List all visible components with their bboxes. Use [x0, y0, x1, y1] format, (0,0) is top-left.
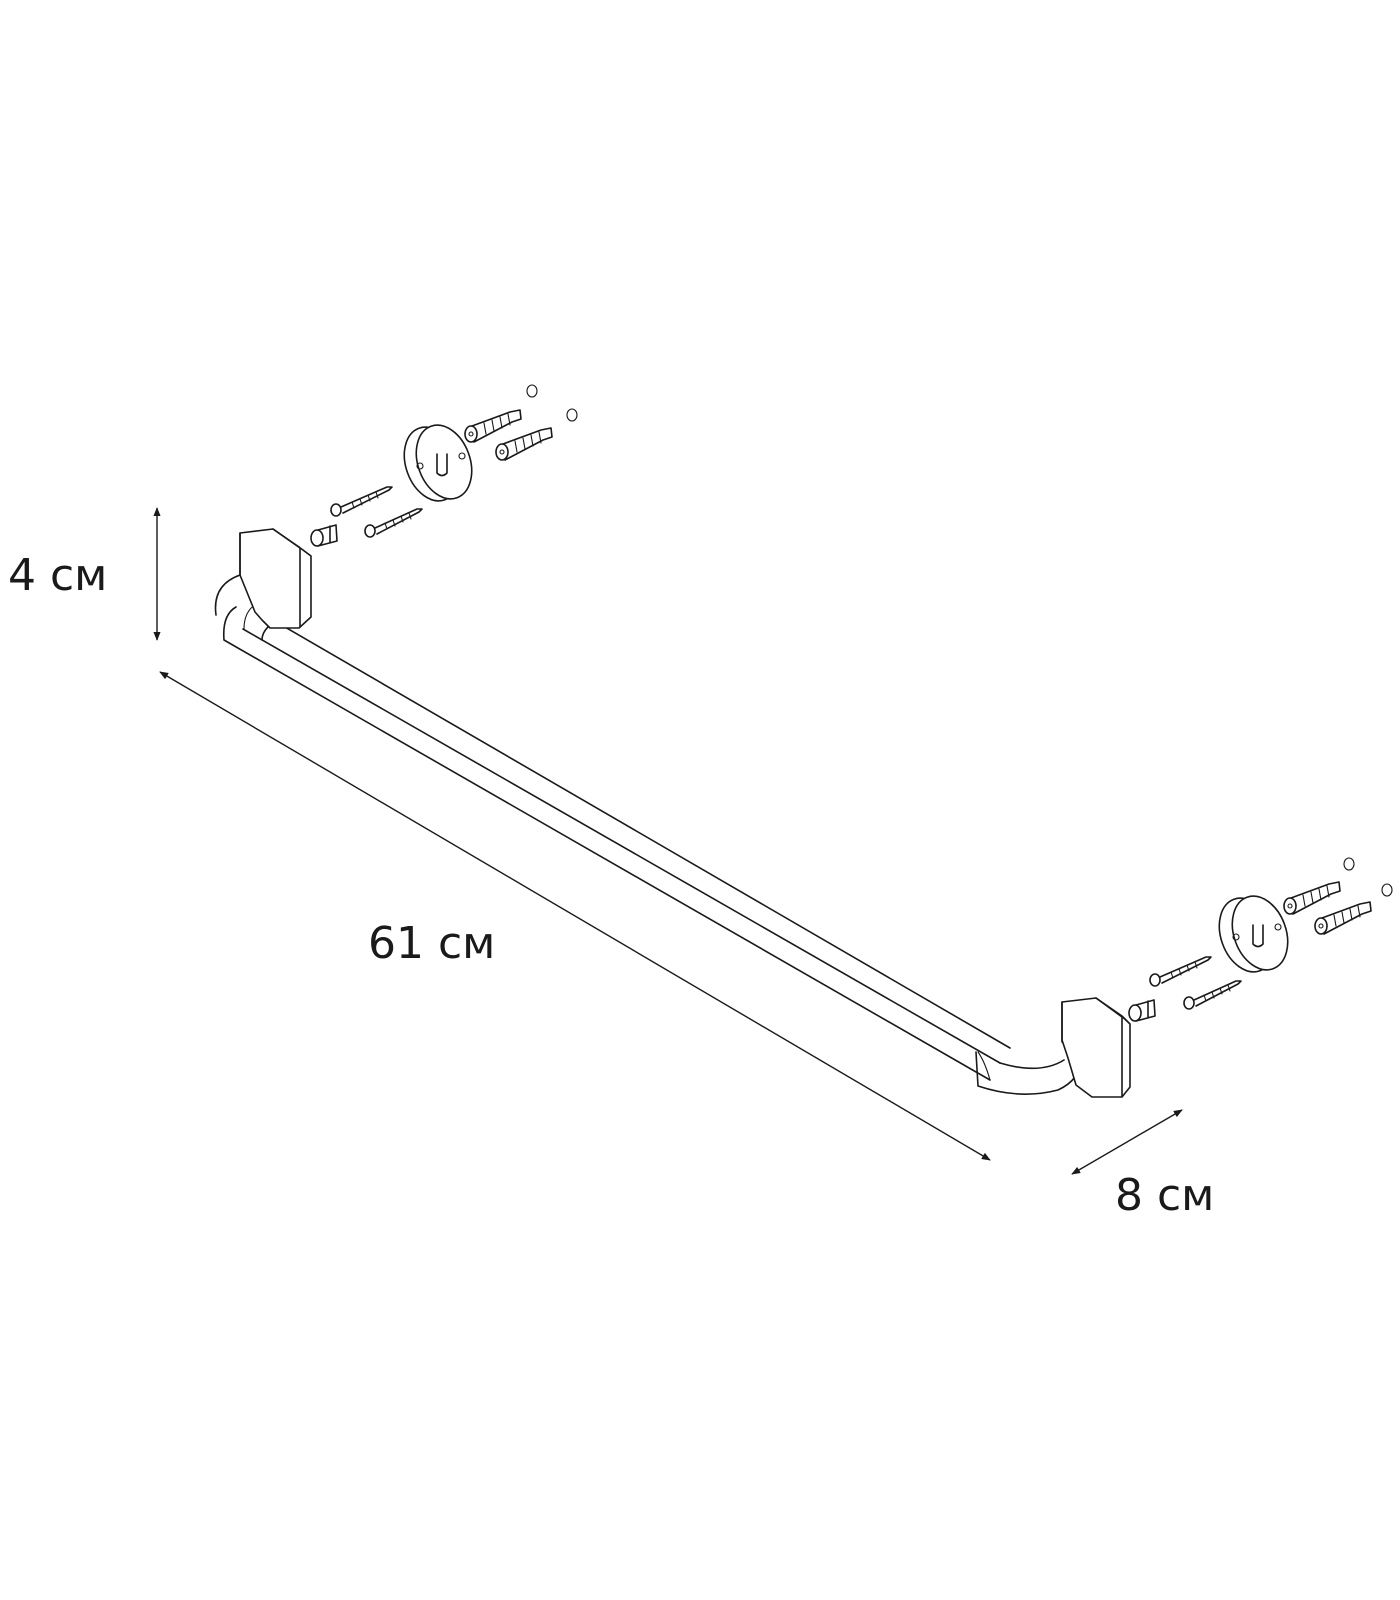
- set-screw-icon: [310, 524, 338, 547]
- wall-anchor-icon: [1314, 901, 1372, 935]
- length-dimension-line: [159, 671, 991, 1161]
- depth-dimension: 8 см: [1071, 1109, 1214, 1221]
- right-wall-mount: [1061, 997, 1131, 1098]
- cap-icon: [1381, 883, 1393, 897]
- left-hardware-set: [310, 384, 578, 547]
- cap-icon: [566, 408, 578, 422]
- wall-anchor-icon: [464, 409, 522, 443]
- depth-dimension-line: [1071, 1109, 1183, 1175]
- towel-bar: [214, 573, 1083, 1095]
- screw-icon: [364, 508, 423, 538]
- set-screw-icon: [1128, 999, 1156, 1022]
- length-dimension: 61 см: [159, 671, 991, 1161]
- mounting-plate-icon: [1218, 895, 1289, 973]
- height-label: 4 см: [8, 550, 107, 601]
- length-label: 61 см: [368, 918, 495, 969]
- wall-anchor-icon: [495, 427, 553, 461]
- wall-anchor-icon: [1283, 881, 1341, 915]
- cap-icon: [1343, 857, 1355, 871]
- depth-label: 8 см: [1115, 1170, 1214, 1221]
- screw-icon: [1149, 956, 1212, 987]
- height-dimension: 4 см: [8, 507, 161, 641]
- screw-icon: [330, 486, 393, 517]
- cap-icon: [526, 384, 538, 398]
- mounting-plate-icon: [403, 424, 473, 502]
- right-hardware-set: [1128, 857, 1393, 1022]
- left-wall-mount: [239, 528, 312, 629]
- screw-icon: [1183, 980, 1242, 1010]
